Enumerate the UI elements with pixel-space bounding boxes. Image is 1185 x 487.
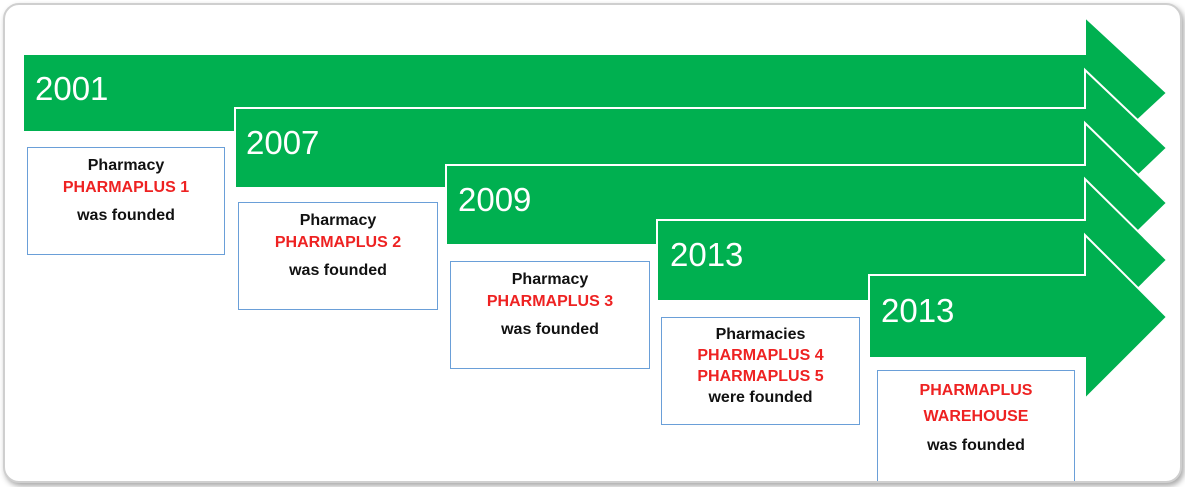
milestone-card-2007: Pharmacy PHARMAPLUS 2 was founded [238,202,438,310]
card-line1: Pharmacy [511,271,589,288]
card-line1: Pharmacy [299,212,377,229]
timeline-arrows [22,14,1169,402]
card-name1: PHARMAPLUS 3 [486,293,614,310]
card-line-last: was founded [927,437,1025,454]
milestone-card-2013-pharmacies: Pharmacies PHARMAPLUS 4 PHARMAPLUS 5 wer… [661,317,860,425]
card-name1: PHARMAPLUS [919,382,1033,399]
milestone-card-2013-warehouse: PHARMAPLUS WAREHOUSE was founded [877,370,1075,481]
card-line-last: was founded [77,207,175,224]
card-name1: PHARMAPLUS 1 [62,179,190,196]
year-label-2009: 2009 [458,181,532,218]
year-label-2001: 2001 [35,70,109,107]
year-label-2013-b: 2013 [881,292,955,329]
milestone-card-2009: Pharmacy PHARMAPLUS 3 was founded [450,261,650,369]
milestone-card-2001: Pharmacy PHARMAPLUS 1 was founded [27,147,225,255]
year-label-2007: 2007 [246,124,320,161]
card-line1: Pharmacy [87,157,165,174]
card-line-last: was founded [289,262,387,279]
card-line-last: was founded [501,321,599,338]
card-name1: PHARMAPLUS 4 [697,347,824,364]
arrow-2013-b [868,232,1169,402]
card-name1: PHARMAPLUS 2 [274,234,402,251]
card-name2: PHARMAPLUS 5 [697,368,824,385]
year-label-2013-a: 2013 [670,236,744,273]
card-line1: Pharmacies [715,326,806,343]
timeline-frame: 2001 2007 2009 2013 2013 Pharmacy PHARMA… [3,3,1182,483]
card-line-last: were founded [708,389,813,406]
card-name2: WAREHOUSE [923,408,1029,425]
